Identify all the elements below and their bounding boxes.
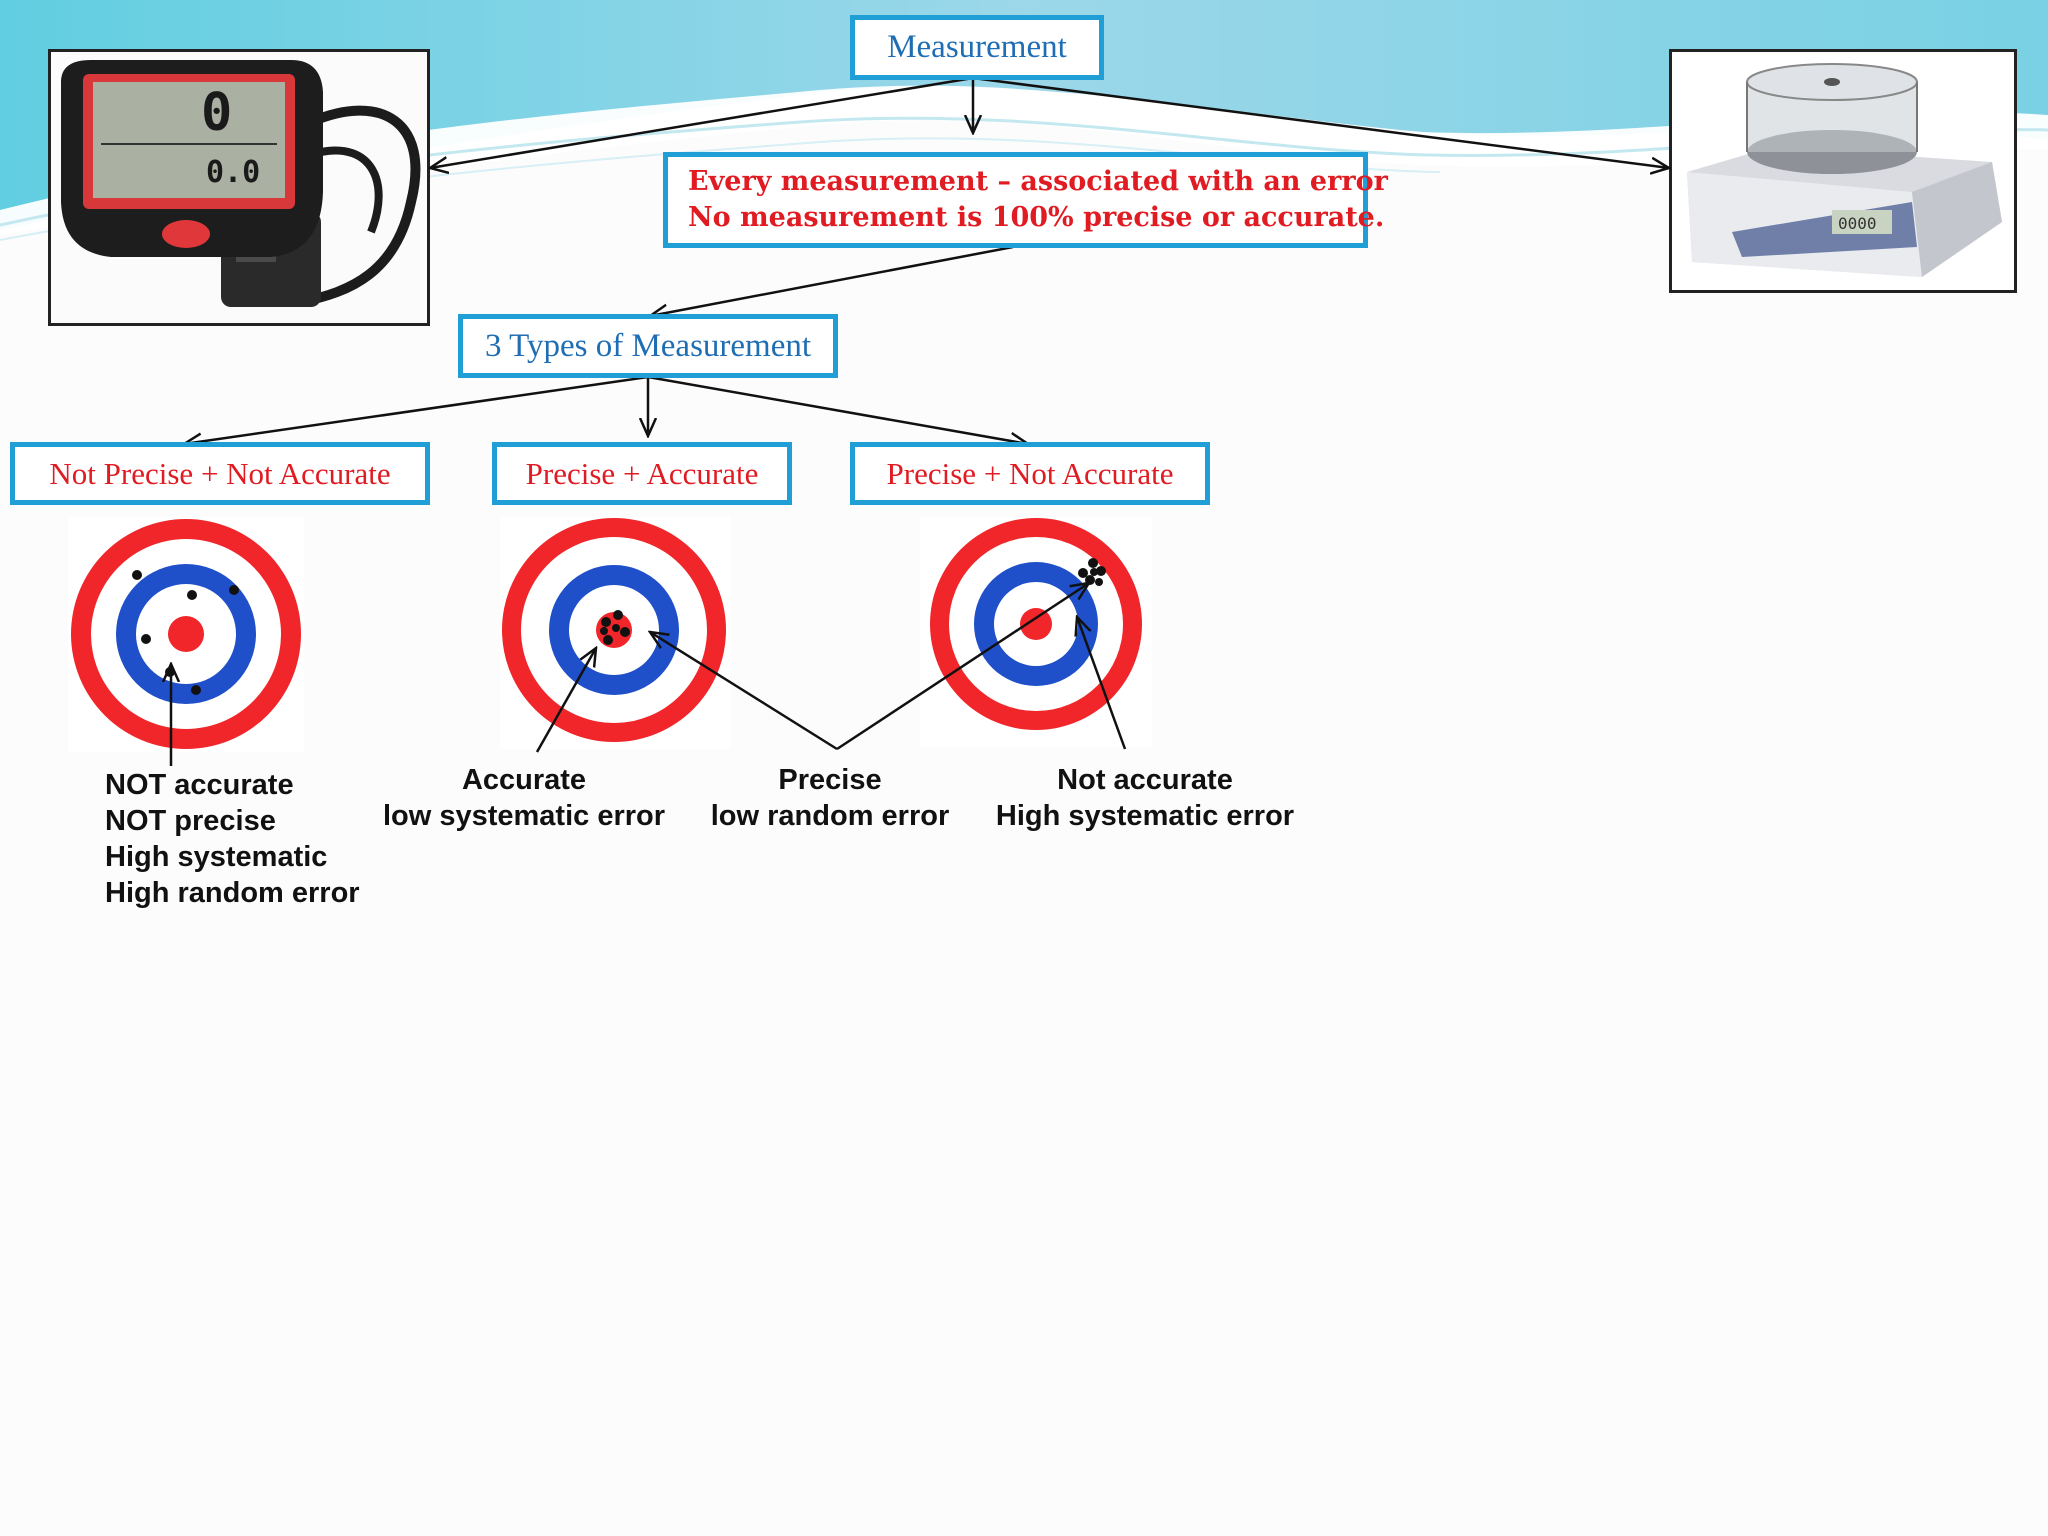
- target-precise-accurate: [500, 517, 730, 749]
- description-line: Accurate: [461, 764, 587, 796]
- category-precise-not-accurate: Precise + Not Accurate: [850, 442, 1210, 505]
- types-node: 3 Types of Measurement: [458, 314, 838, 378]
- category-label: Not Precise + Not Accurate: [49, 455, 391, 491]
- description-line: NOT precise: [105, 805, 276, 837]
- arrow-types-to-left: [184, 375, 649, 444]
- measurement-node: Measurement: [850, 15, 1104, 80]
- pointer-precise-to-middle: [650, 632, 838, 751]
- accurate-description: Accurate low systematic error: [374, 762, 674, 834]
- category-not-precise-not-accurate: Not Precise + Not Accurate: [10, 442, 430, 505]
- arrow-measurement-to-scale: [972, 76, 1669, 168]
- pointer-precise-to-right: [836, 583, 1089, 751]
- not-accurate-description: Not accurate High systematic error: [985, 762, 1305, 834]
- arrow-types-to-right: [647, 375, 1028, 444]
- arrow-measurement-to-bike: [430, 76, 974, 168]
- balance-scale-image: 0000: [1672, 52, 2014, 290]
- bike-display-bottom: 0.0: [206, 155, 260, 190]
- measurement-node-label: Measurement: [887, 29, 1067, 65]
- description-line: High random error: [105, 877, 360, 909]
- left-target-description: NOT accurate NOT precise High systematic…: [105, 767, 360, 911]
- error-note-line2: No measurement is 100% precise or accura…: [688, 202, 1385, 233]
- types-node-label: 3 Types of Measurement: [484, 327, 812, 364]
- description-line: High systematic error: [995, 800, 1295, 832]
- error-note-line1: Every measurement – associated with an e…: [688, 166, 1388, 197]
- error-note-box: Every measurement – associated with an e…: [663, 152, 1388, 248]
- target-precise-not-accurate: [920, 517, 1152, 747]
- scale-display: 0000: [1838, 214, 1877, 233]
- description-line: Not accurate: [1057, 764, 1233, 796]
- description-line: High systematic: [105, 841, 328, 873]
- arrow-error-to-types: [650, 245, 1014, 316]
- bike-computer-photo: 0 0.0: [48, 49, 430, 326]
- pointer-not-accurate: [1077, 617, 1127, 750]
- bike-display-top: 0: [201, 83, 232, 143]
- description-line: NOT accurate: [105, 769, 294, 801]
- description-line: low systematic error: [382, 800, 666, 832]
- balance-scale-photo: 0000: [1669, 49, 2017, 293]
- precise-description: Precise low random error: [700, 762, 960, 834]
- category-precise-accurate: Precise + Accurate: [492, 442, 792, 505]
- bike-computer-image: 0 0.0: [51, 52, 427, 323]
- category-label: Precise + Not Accurate: [886, 455, 1174, 491]
- category-label: Precise + Accurate: [525, 455, 759, 491]
- target-not-precise-not-accurate: [68, 517, 304, 752]
- description-line: Precise: [778, 764, 882, 796]
- pointer-accurate: [535, 648, 596, 753]
- description-line: low random error: [710, 800, 950, 832]
